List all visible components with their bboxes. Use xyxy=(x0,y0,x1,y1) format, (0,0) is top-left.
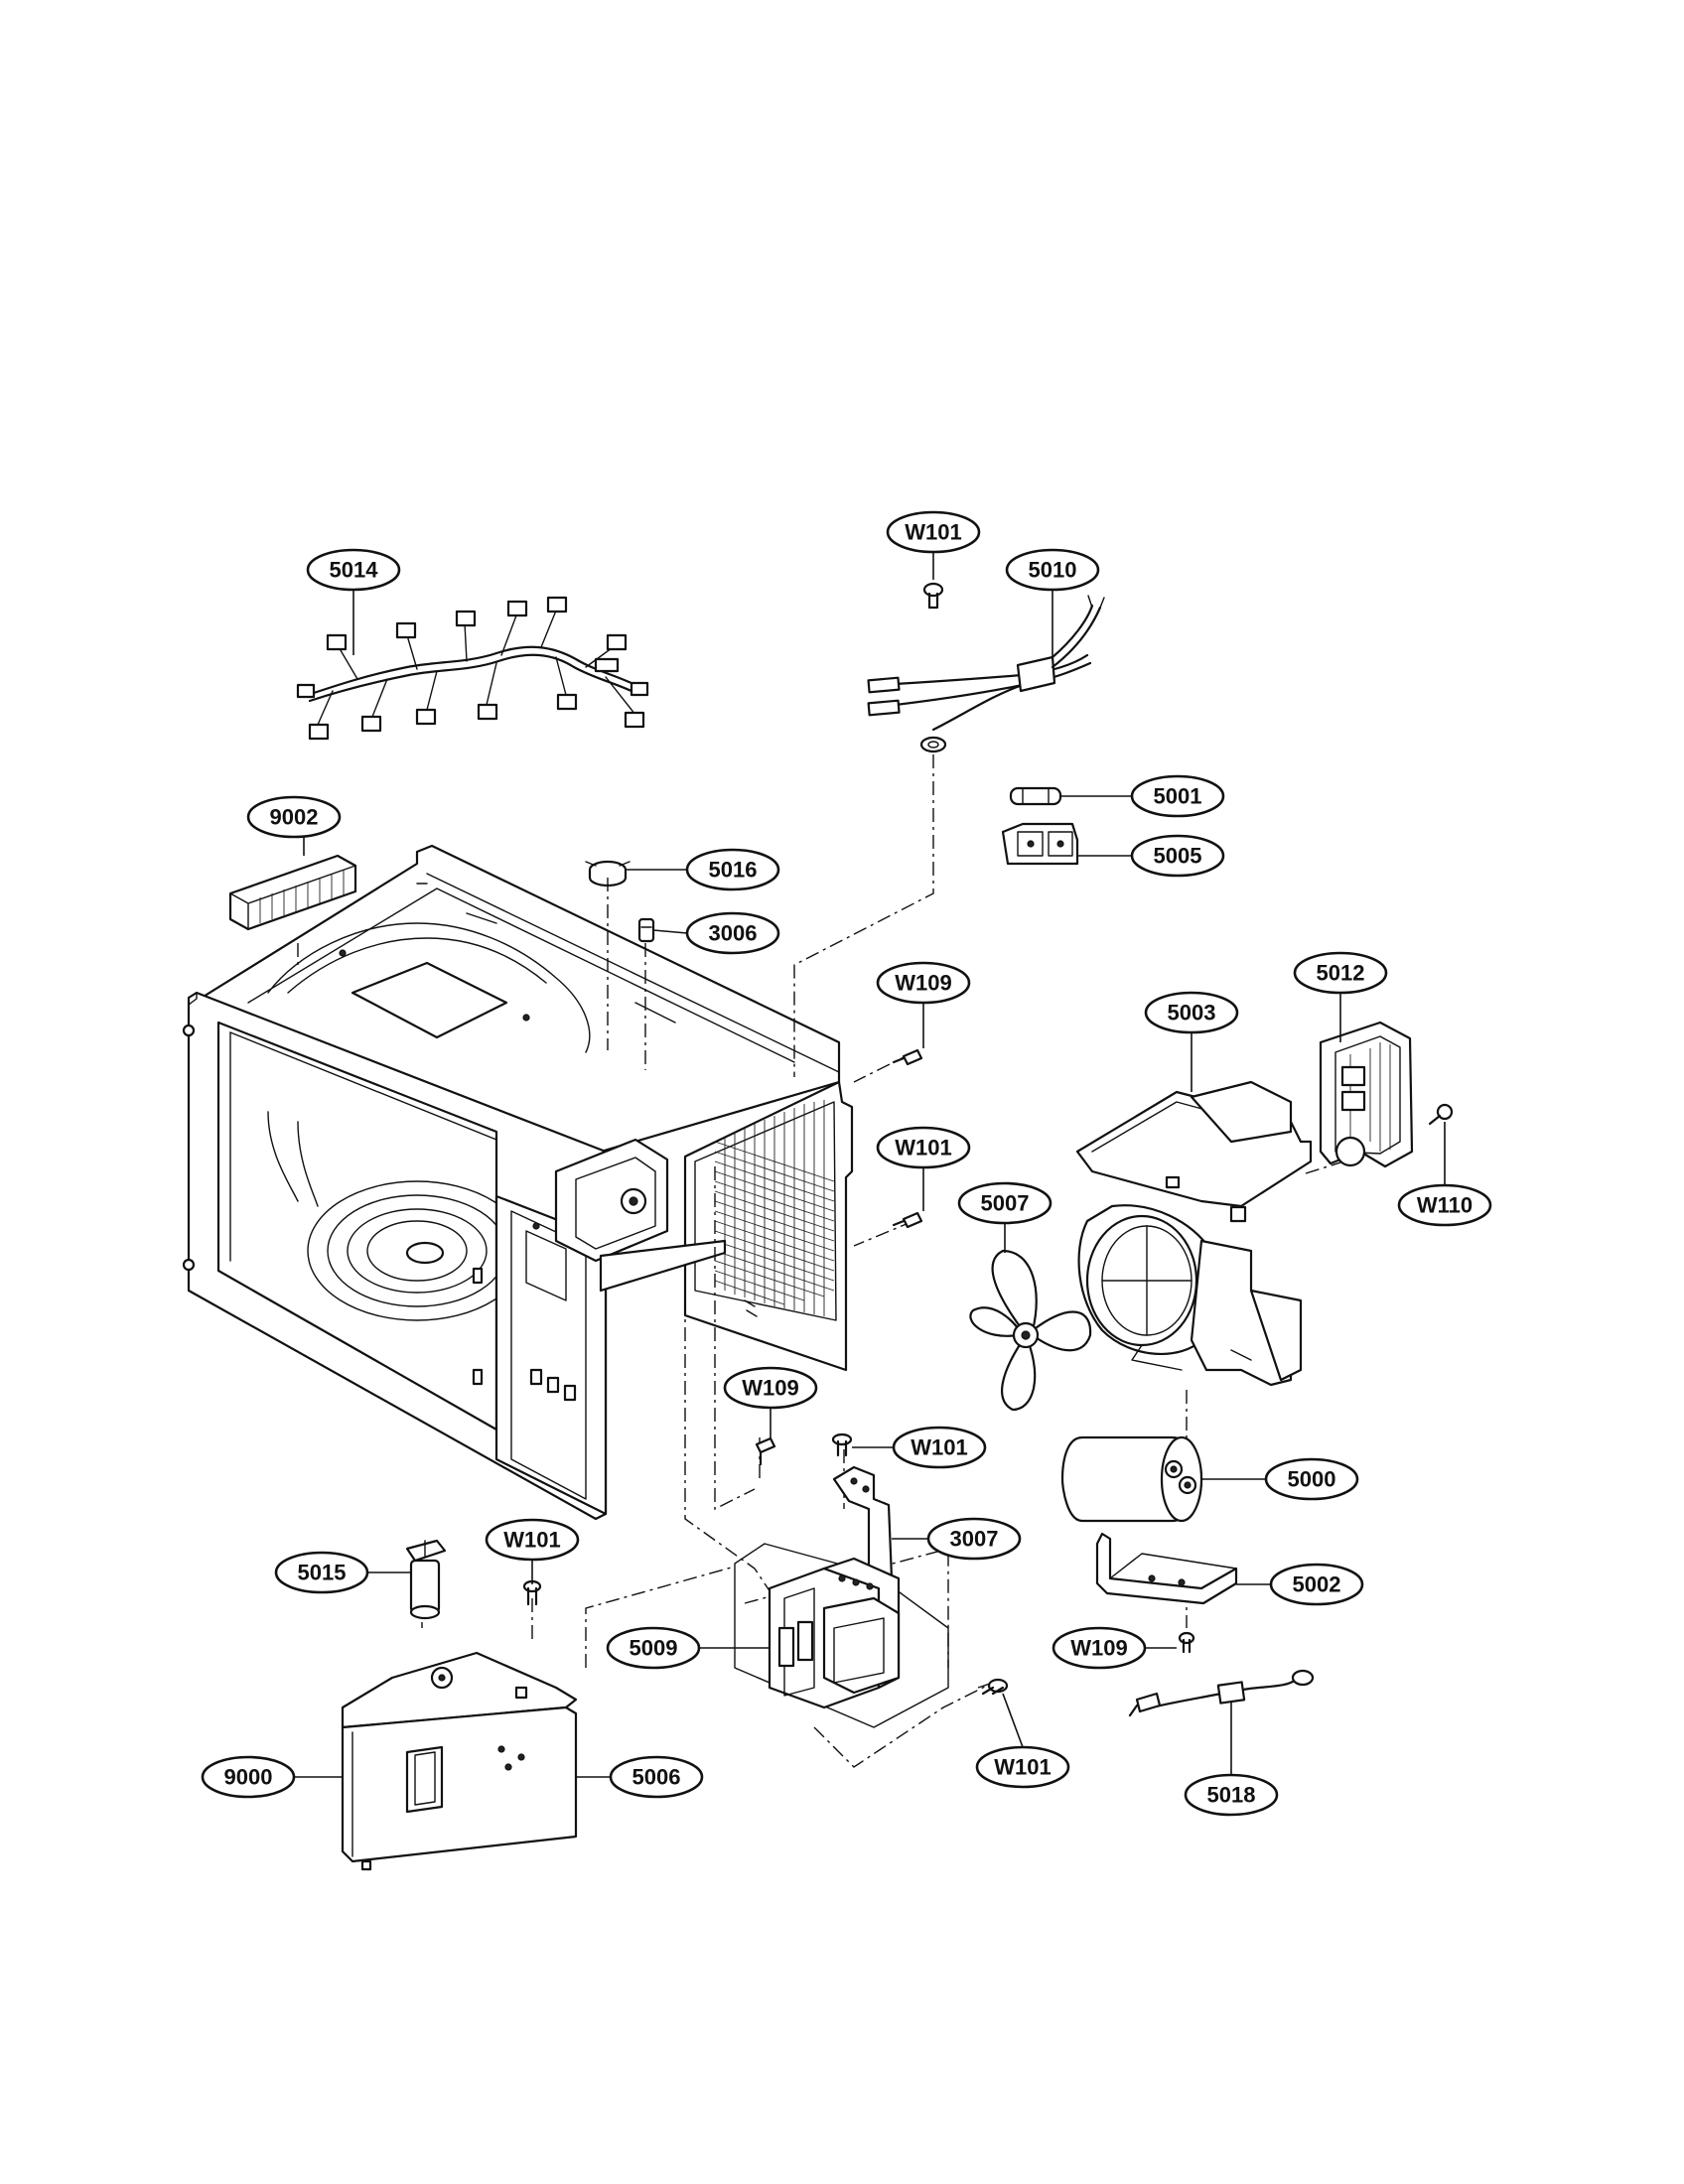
fan-blade-5007 xyxy=(969,1249,1092,1412)
callout-3006: 3006 xyxy=(685,911,780,955)
screw-w110 xyxy=(1428,1103,1454,1126)
air-guide-5003 xyxy=(1075,1080,1313,1387)
callout-w109-c: W109 xyxy=(1052,1626,1147,1670)
svg-text:5005: 5005 xyxy=(1154,844,1202,869)
sensor-lead-5018 xyxy=(1128,1669,1315,1717)
svg-text:5014: 5014 xyxy=(330,558,379,583)
callout-w109-b: W109 xyxy=(723,1366,818,1410)
svg-text:5015: 5015 xyxy=(298,1561,347,1585)
screw-w101-top xyxy=(922,582,944,610)
filter-block-9002 xyxy=(228,854,357,931)
screw-w109-b xyxy=(755,1436,776,1466)
callout-w101-d: W101 xyxy=(485,1518,580,1562)
callout-5000: 5000 xyxy=(1264,1457,1359,1501)
callout-5016: 5016 xyxy=(685,848,780,891)
lead-wire-5010 xyxy=(867,595,1105,753)
noise-filter-5012 xyxy=(1319,1021,1414,1168)
callout-9000: 9000 xyxy=(201,1755,296,1799)
callout-5003: 5003 xyxy=(1144,991,1239,1034)
svg-text:5001: 5001 xyxy=(1154,784,1202,809)
callout-5015: 5015 xyxy=(274,1551,369,1594)
svg-text:5018: 5018 xyxy=(1207,1783,1256,1808)
svg-text:W101: W101 xyxy=(911,1435,967,1460)
svg-text:5000: 5000 xyxy=(1288,1467,1336,1492)
turntable-motor-5015 xyxy=(405,1539,447,1620)
svg-text:W109: W109 xyxy=(742,1376,798,1401)
callout-5009: 5009 xyxy=(606,1626,701,1670)
capacitor-bracket-5002 xyxy=(1095,1532,1238,1605)
oven-cavity-frame xyxy=(182,844,854,1521)
callout-w101-b: W101 xyxy=(876,1126,971,1169)
svg-text:W101: W101 xyxy=(905,520,961,545)
leader-lines xyxy=(294,552,1446,1778)
svg-text:W109: W109 xyxy=(1070,1636,1127,1661)
svg-text:W109: W109 xyxy=(895,971,951,996)
capacitor-5000 xyxy=(1060,1435,1203,1523)
screw-w109-c xyxy=(1178,1631,1195,1654)
callout-5012: 5012 xyxy=(1293,951,1388,995)
svg-text:W101: W101 xyxy=(895,1136,951,1160)
svg-text:5007: 5007 xyxy=(981,1191,1030,1216)
callout-5018: 5018 xyxy=(1184,1773,1279,1817)
callout-w101-e: W101 xyxy=(975,1745,1070,1789)
callout-3007: 3007 xyxy=(926,1517,1022,1561)
callout-9002: 9002 xyxy=(246,795,342,839)
svg-text:W101: W101 xyxy=(503,1528,560,1553)
screw-w101-e xyxy=(981,1678,1009,1696)
svg-text:3006: 3006 xyxy=(709,921,758,946)
svg-text:5003: 5003 xyxy=(1168,1001,1216,1025)
callout-w110: W110 xyxy=(1397,1183,1492,1227)
fuse-5001 xyxy=(1009,786,1062,806)
switch-3006 xyxy=(637,917,655,943)
callout-5007: 5007 xyxy=(957,1181,1052,1225)
callout-w101-top: W101 xyxy=(886,510,981,554)
callout-w101-c: W101 xyxy=(892,1426,987,1469)
svg-text:5012: 5012 xyxy=(1317,961,1365,986)
svg-text:3007: 3007 xyxy=(950,1527,999,1552)
wire-harness-5014 xyxy=(296,596,649,741)
callout-5005: 5005 xyxy=(1130,834,1225,878)
callout-5006: 5006 xyxy=(609,1755,704,1799)
svg-text:W110: W110 xyxy=(1417,1193,1473,1218)
svg-text:5016: 5016 xyxy=(709,858,758,883)
transformer-5009 xyxy=(734,1543,949,1728)
screw-w101-c xyxy=(831,1433,853,1457)
callout-5014: 5014 xyxy=(306,548,401,592)
svg-text:5010: 5010 xyxy=(1029,558,1077,583)
svg-text:9000: 9000 xyxy=(224,1765,273,1790)
callout-5001: 5001 xyxy=(1130,774,1225,818)
callout-5010: 5010 xyxy=(1005,548,1100,592)
screw-w109-a xyxy=(892,1048,923,1066)
base-assembly-9000 xyxy=(341,1651,578,1871)
svg-text:W101: W101 xyxy=(994,1755,1051,1780)
svg-text:9002: 9002 xyxy=(270,805,319,830)
screw-w101-b xyxy=(892,1211,923,1229)
assembly-lines xyxy=(297,754,1376,1768)
svg-text:5006: 5006 xyxy=(632,1765,681,1790)
svg-text:5002: 5002 xyxy=(1293,1572,1341,1597)
callout-w109-a: W109 xyxy=(876,961,971,1005)
svg-text:5009: 5009 xyxy=(630,1636,678,1661)
fuse-holder-5005 xyxy=(1001,822,1079,866)
callout-5002: 5002 xyxy=(1269,1563,1364,1606)
